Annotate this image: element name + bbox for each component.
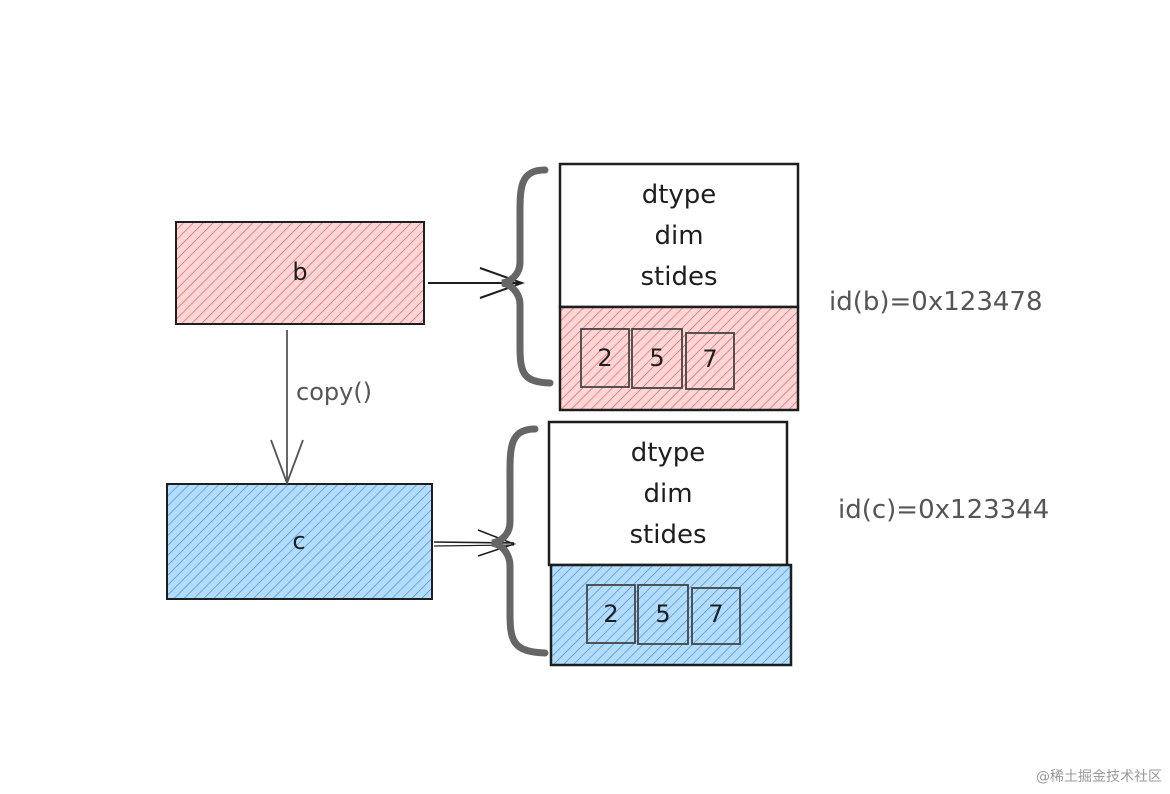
object1-cell-2 bbox=[685, 332, 735, 390]
object1-cell-0 bbox=[580, 328, 630, 388]
object2-header-strides: stides bbox=[629, 520, 706, 550]
object1-value-1: 5 bbox=[649, 344, 664, 372]
object2-header-dim: dim bbox=[643, 479, 692, 509]
object1-header-box bbox=[558, 162, 800, 309]
copy-arrow: copy() bbox=[270, 330, 372, 486]
variable-c-label: c bbox=[292, 527, 305, 555]
object2-cell-0 bbox=[586, 584, 636, 644]
object2-value-2: 7 bbox=[708, 600, 723, 628]
object1-header-dim: dim bbox=[654, 221, 703, 251]
object2-header-dtype: dtype bbox=[631, 438, 706, 468]
brace-object1 bbox=[501, 166, 554, 387]
variable-c-box: c bbox=[166, 483, 433, 600]
object1-header-dtype: dtype bbox=[642, 180, 717, 210]
brace-object2 bbox=[491, 425, 549, 657]
object1-cell-1 bbox=[631, 328, 683, 389]
object1-value-0: 2 bbox=[597, 344, 612, 372]
object2-cell-2 bbox=[691, 587, 741, 645]
object2-cell-1 bbox=[637, 584, 689, 645]
watermark: @稀土掘金技术社区 bbox=[1036, 769, 1162, 785]
object2-header-box bbox=[547, 420, 789, 567]
object1: dtype dim stides 2 5 7 bbox=[558, 162, 800, 412]
object1-id-label: id(b)=0x123478 bbox=[829, 287, 1042, 317]
object1-header-strides: stides bbox=[640, 262, 717, 292]
object2-id-label: id(c)=0x123344 bbox=[838, 495, 1049, 525]
object2-value-0: 2 bbox=[603, 600, 618, 628]
variable-b-box: b bbox=[175, 221, 425, 325]
variable-b-label: b bbox=[292, 258, 307, 286]
object2: dtype dim stides 2 5 7 bbox=[547, 420, 793, 667]
object1-value-2: 7 bbox=[702, 345, 717, 373]
object2-value-1: 5 bbox=[655, 600, 670, 628]
copy-label: copy() bbox=[296, 378, 372, 406]
